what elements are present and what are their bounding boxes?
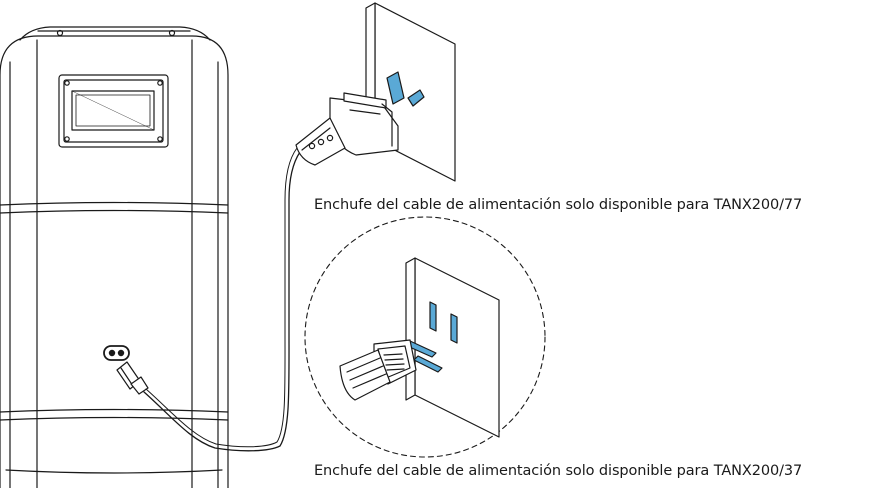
caption-tanx200-37: Enchufe del cable de alimentación solo d… — [314, 463, 803, 479]
wall-outlet-bottom — [405, 257, 500, 438]
zoom-circle — [304, 216, 546, 458]
wall-outlet-top — [365, 2, 456, 182]
power-cable — [116, 147, 301, 452]
plug-top-illustration — [295, 92, 399, 166]
caption-tanx200-77: Enchufe del cable de alimentación solo d… — [314, 197, 803, 213]
speaker-illustration — [0, 26, 229, 488]
plug-bottom-illustration — [339, 339, 443, 401]
